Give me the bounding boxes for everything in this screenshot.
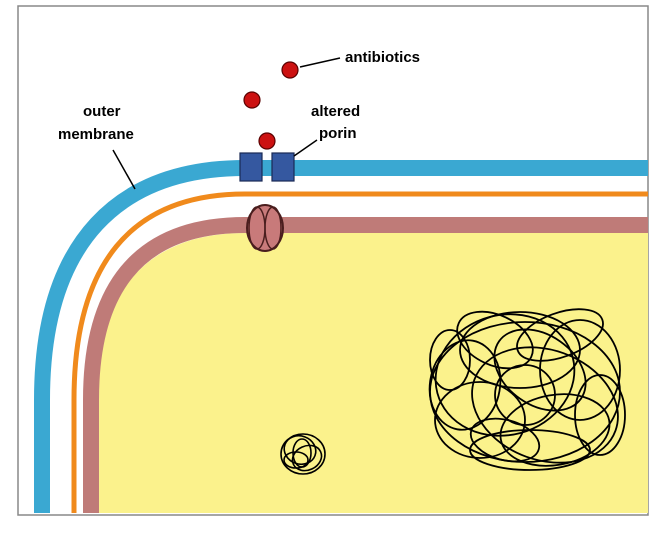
antibiotics-label: antibiotics: [345, 49, 420, 66]
antibiotic-molecule-icon: [259, 133, 275, 149]
inner-membrane-protein-icon: [247, 205, 283, 251]
antibiotic-molecule-icon: [244, 92, 260, 108]
outer-membrane-label-line2: membrane: [58, 126, 134, 143]
antibiotic-molecule-icon: [282, 62, 298, 78]
altered-porin-label-line2: porin: [319, 125, 357, 142]
outer-membrane-label-line1: outer: [83, 103, 121, 120]
cytoplasm: [96, 233, 653, 540]
altered-porin-label-line1: altered: [311, 103, 360, 120]
